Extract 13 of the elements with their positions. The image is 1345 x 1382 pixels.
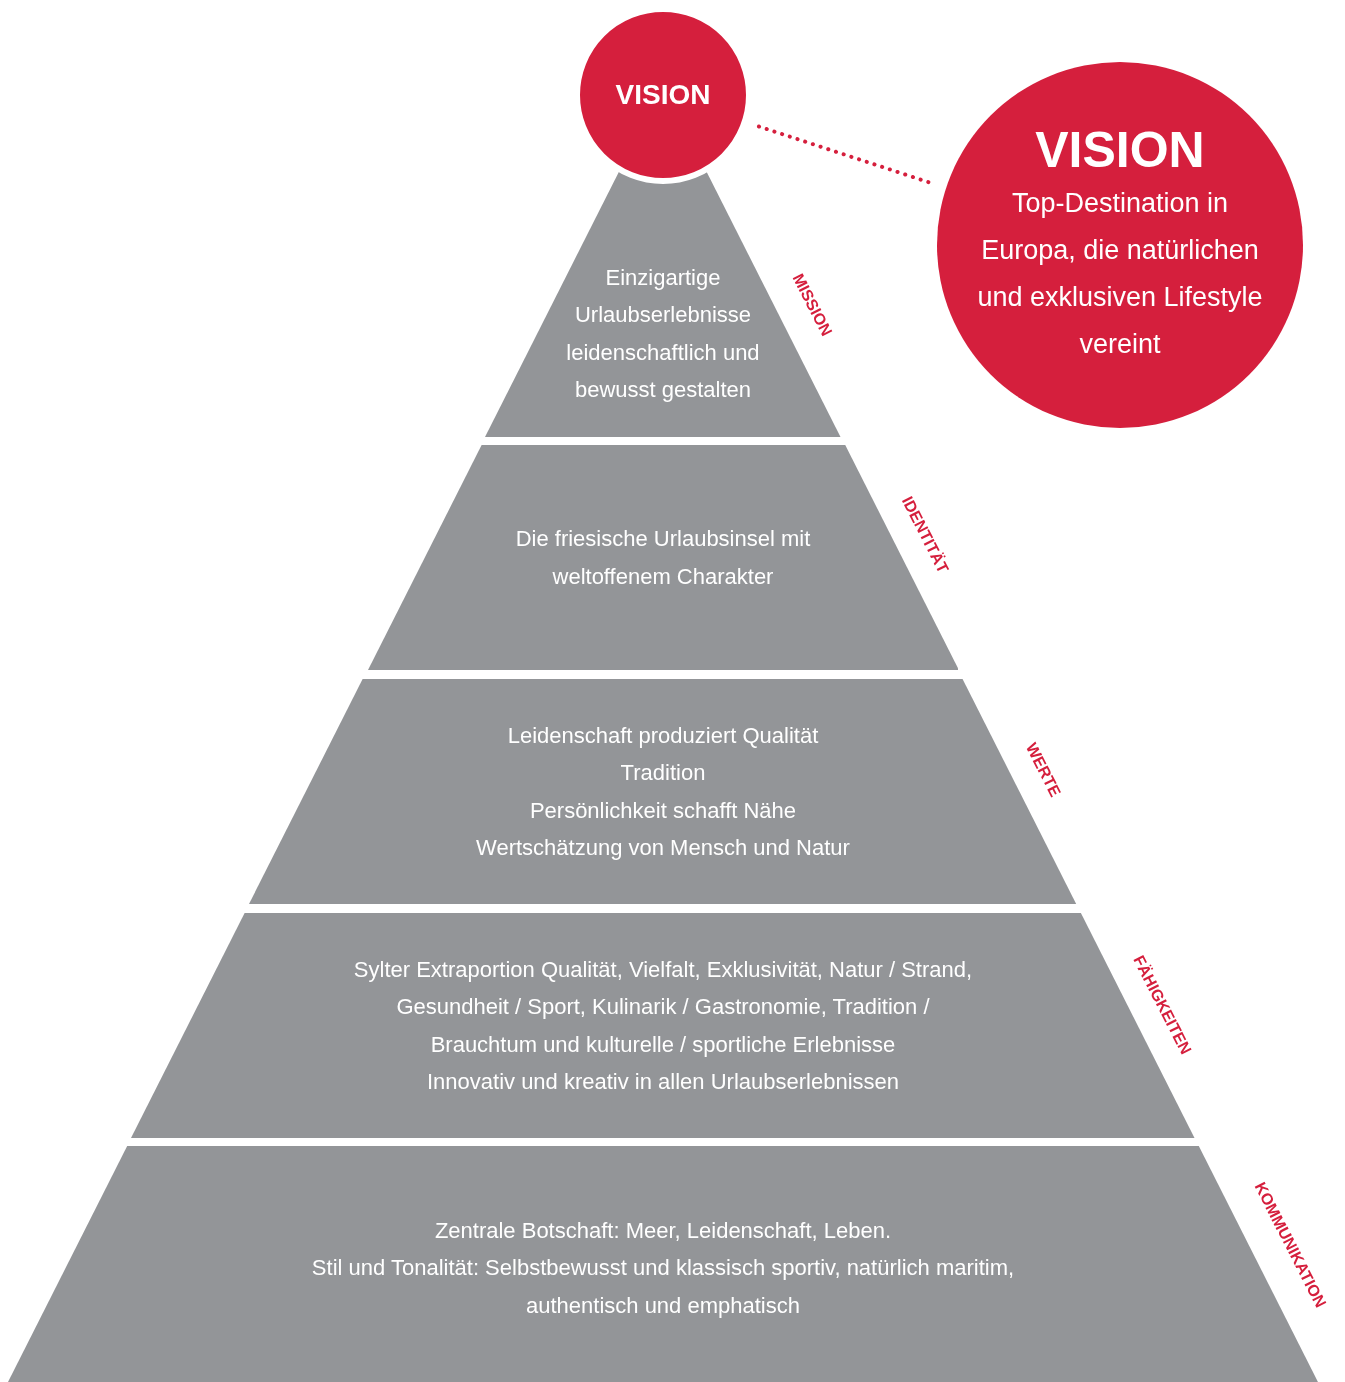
- level-text: Zentrale Botschaft: Meer, Leidenschaft, Leben.: [434, 1216, 892, 1245]
- level-text: Tradition: [620, 759, 706, 787]
- level-text: Persönlichkeit schafft Nähe: [529, 796, 797, 825]
- circle-heading: VISION: [1035, 122, 1205, 180]
- level-text: Innovativ und kreativ in allen Urlaubserlebnissen: [426, 1068, 899, 1096]
- level-text: Die friesische Urlaubsinsel mit weltoffenem Charakter: [514, 525, 812, 591]
- level-text: Leidenschaft produziert Qualität: [507, 721, 819, 750]
- circle-heading: VISION: [615, 78, 711, 112]
- level-text: Stil und Tonalität: Selbstbewusst und klassisch sportiv, natürlich maritim, authentisch und emphatisch: [310, 1254, 1016, 1320]
- vision-text: Top-Destination in Europa, die natürlichen und exklusiven Lifestyle vereint: [976, 186, 1264, 361]
- level-text: Wertschätzung von Mensch und Natur: [476, 834, 850, 862]
- level-text: Einzigartige Urlaubserlebnisse leidenschaftlich und bewusst gestalten: [565, 263, 761, 404]
- level-text: Sylter Extraportion Qualität, Vielfalt, Exklusivität, Natur / Strand, Gesundheit / Sport, Kulinarik / Gastronomie, Tradition / Brauchtum und kulturelle / sportliche Erlebnisse: [352, 955, 974, 1059]
